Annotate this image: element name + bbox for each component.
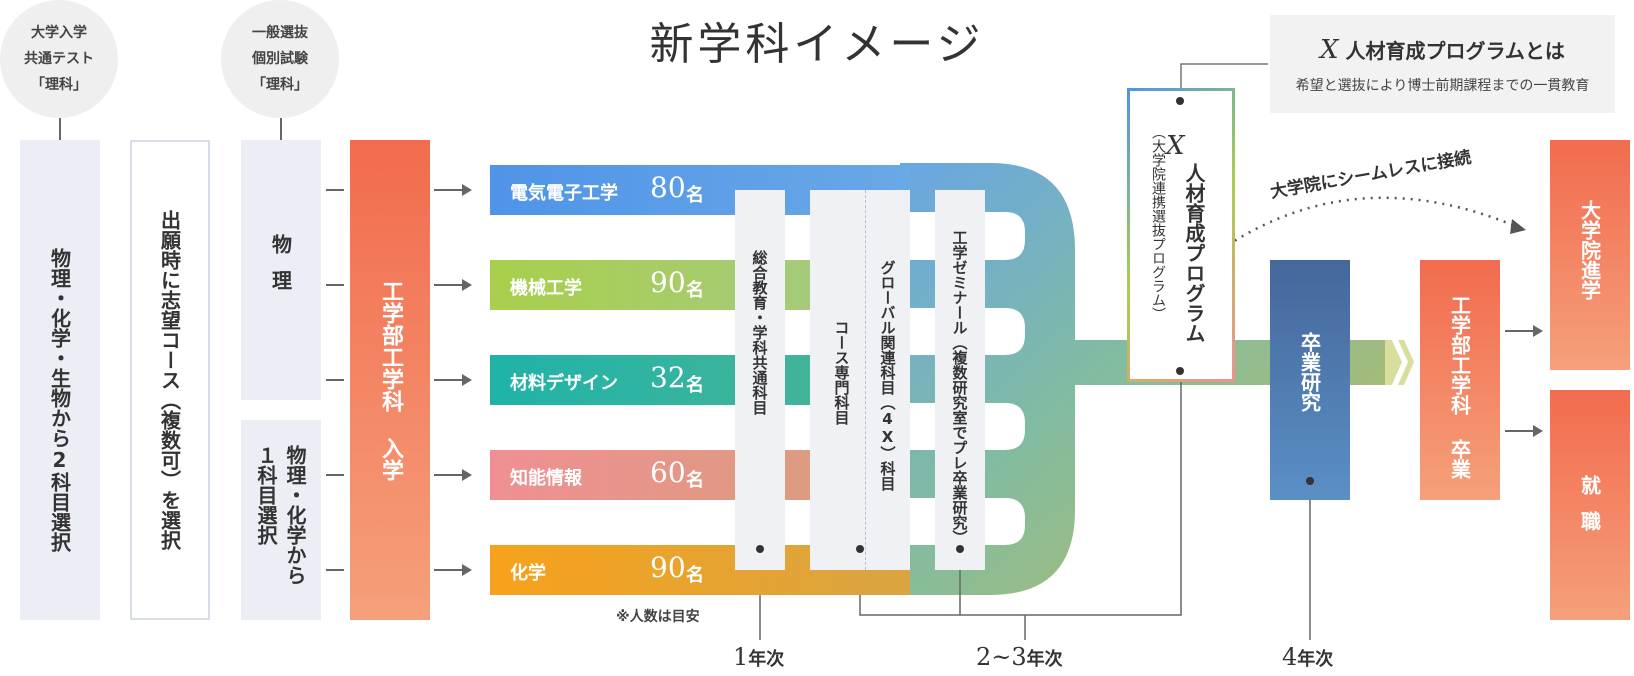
arrow-right-icon — [1505, 425, 1543, 437]
page-title: 新学科イメージ — [649, 19, 985, 70]
x-program-info: X 人材育成プログラムとは 希望と選抜により博士前期課程までの一貫教育 — [1270, 15, 1615, 113]
year-2-3: 2~3年次 — [976, 643, 1063, 671]
year-4: 4年次 — [1282, 643, 1334, 671]
column-exam-choice-label: 物理・化学から１科目選択 — [254, 445, 307, 585]
entry-label: 工学部工学科 入学 — [378, 279, 403, 481]
arrow-right-icon — [1505, 325, 1543, 337]
year-1: 1年次 — [733, 643, 785, 671]
subject-course-global: コース専門科目 グローバル関連科目（4X）科目 — [810, 190, 910, 570]
column-common-test-label: 物理・化学・生物から2科目選択 — [47, 248, 72, 552]
dot-marker — [756, 545, 764, 553]
subject-general: 総合教育・学科共通科目 — [735, 190, 785, 570]
column-common-test: 物理・化学・生物から2科目選択 — [20, 140, 100, 620]
circle-general-exam: 一般選抜 個別試験 「理科」 — [221, 0, 339, 118]
circle-common-test: 大学入学 共通テスト 「理科」 — [0, 0, 118, 118]
arrow-right-icon — [434, 184, 472, 196]
arrow-right-icon — [434, 469, 472, 481]
column-exam-choice: 物理・化学から１科目選択 — [241, 420, 321, 620]
seamless-arrow — [1227, 196, 1521, 247]
subject-seminar: 工学ゼミナール（複数研究室でプレ卒業研究） — [935, 190, 985, 570]
column-exam-physics-label: 物理 — [268, 234, 293, 306]
dot-marker — [856, 545, 864, 553]
note-text: ※人数は目安 — [616, 609, 700, 625]
column-application: 出願時に志望コース（複数可）を選択 — [130, 140, 210, 620]
dot-marker — [1306, 477, 1314, 485]
dot-marker — [956, 545, 964, 553]
outcome-grad-school: 大学院進学 — [1550, 140, 1630, 370]
chevron-arrow-icon — [1385, 340, 1402, 385]
graduation-column: 工学部工学科 卒業 — [1420, 260, 1500, 500]
arrow-right-icon — [434, 374, 472, 386]
column-exam-physics: 物理 — [241, 140, 321, 400]
arrow-right-icon — [434, 564, 472, 576]
entry-column: 工学部工学科 入学 — [350, 140, 430, 620]
arrow-right-icon — [434, 279, 472, 291]
graduation-research: 卒業研究 — [1270, 260, 1350, 500]
arrow-head-icon — [1510, 219, 1526, 234]
outcome-employment: 就職 — [1550, 390, 1630, 620]
x-program-box: X 人材育成プログラム （大学院連携選抜プログラム） — [1127, 88, 1235, 382]
column-application-label: 出願時に志望コース（複数可）を選択 — [157, 210, 182, 550]
